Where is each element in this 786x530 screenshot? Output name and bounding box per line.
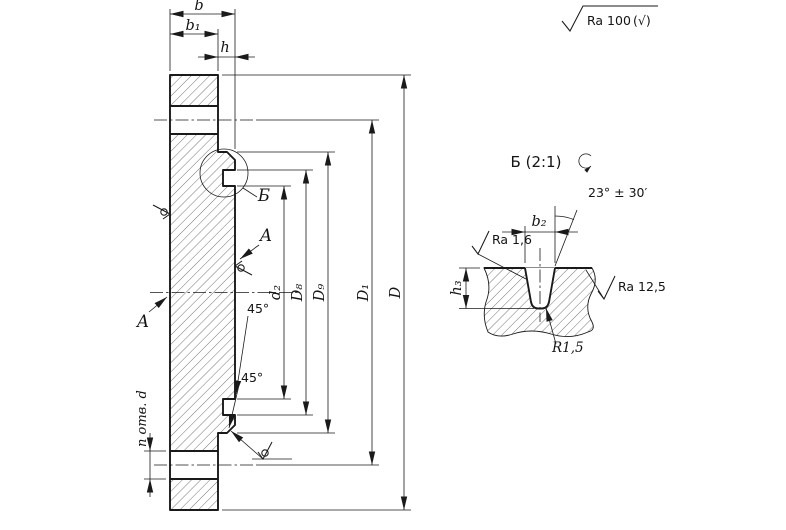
roughness-check-icon <box>597 275 616 301</box>
thickness-dimensions: b b₁ h <box>169 0 255 149</box>
roughness-check-icon <box>561 5 658 32</box>
groove-depth-dimension: h₃ <box>449 267 534 309</box>
roughness-face-label: Ra 12,5 <box>618 279 666 294</box>
dim-h3: h₃ <box>449 280 465 295</box>
dim-D1: D₁ <box>356 284 372 302</box>
dim-D9: D₉ <box>312 284 328 303</box>
dim-radius: R1,5 <box>551 340 584 356</box>
dim-angle: 23° ± 30′ <box>588 185 647 200</box>
flange-outline <box>169 74 236 511</box>
roughness-groove-label: Ra 1,6 <box>492 232 532 247</box>
rotated-symbol-icon <box>578 153 592 173</box>
surface-a-right-label: А <box>259 226 273 245</box>
detail-callout-label: Б <box>257 186 270 205</box>
roughness-groove: Ra 1,6 <box>471 230 532 280</box>
main-view: b b₁ h d₂ D₈ D₉ D₁ <box>135 0 411 511</box>
surface-a-left-label: А <box>136 312 150 331</box>
dim-b1: b₁ <box>185 18 200 34</box>
general-roughness-value: Ra 100 <box>587 13 631 28</box>
groove-width-dimension: b₂ <box>502 206 578 263</box>
dim-h: h <box>220 40 229 56</box>
roughness-face: Ra 12,5 <box>585 269 666 301</box>
dim-d2: d₂ <box>268 285 284 300</box>
dim-b2: b₂ <box>531 214 546 230</box>
roughness-check-icon <box>152 204 171 220</box>
diameter-dimensions: d₂ D₈ D₉ D₁ D <box>222 74 411 511</box>
dim-D8: D₈ <box>290 284 306 303</box>
holes-note: n отв. d <box>135 390 150 447</box>
chamfer-top-label: 45° <box>247 301 269 316</box>
detail-circle <box>199 148 249 198</box>
dim-D: D <box>388 286 404 299</box>
detail-title: Б (2:1) <box>511 153 562 171</box>
chamfer-bottom-label: 45° <box>241 370 263 385</box>
groove-angle-dimension: 23° ± 30′ <box>554 185 647 267</box>
centerlines <box>150 119 300 466</box>
groove-radius-dimension: R1,5 <box>545 307 584 356</box>
general-roughness-note: Ra 100 (√) <box>561 5 658 32</box>
surface-roughness-marks <box>152 204 292 460</box>
general-roughness-paren: (√) <box>633 13 651 28</box>
detail-view: Б (2:1) b₂ 23° ± 30′ h <box>449 153 666 356</box>
callouts: Б А А 45° 45° <box>136 148 273 429</box>
dim-b: b <box>194 0 203 14</box>
groove-void <box>525 268 555 309</box>
roughness-check-icon <box>234 260 253 276</box>
roughness-check-icon <box>471 230 490 256</box>
roughness-check-icon <box>257 441 273 460</box>
bolt-hole-dimension: n отв. d <box>135 390 166 497</box>
